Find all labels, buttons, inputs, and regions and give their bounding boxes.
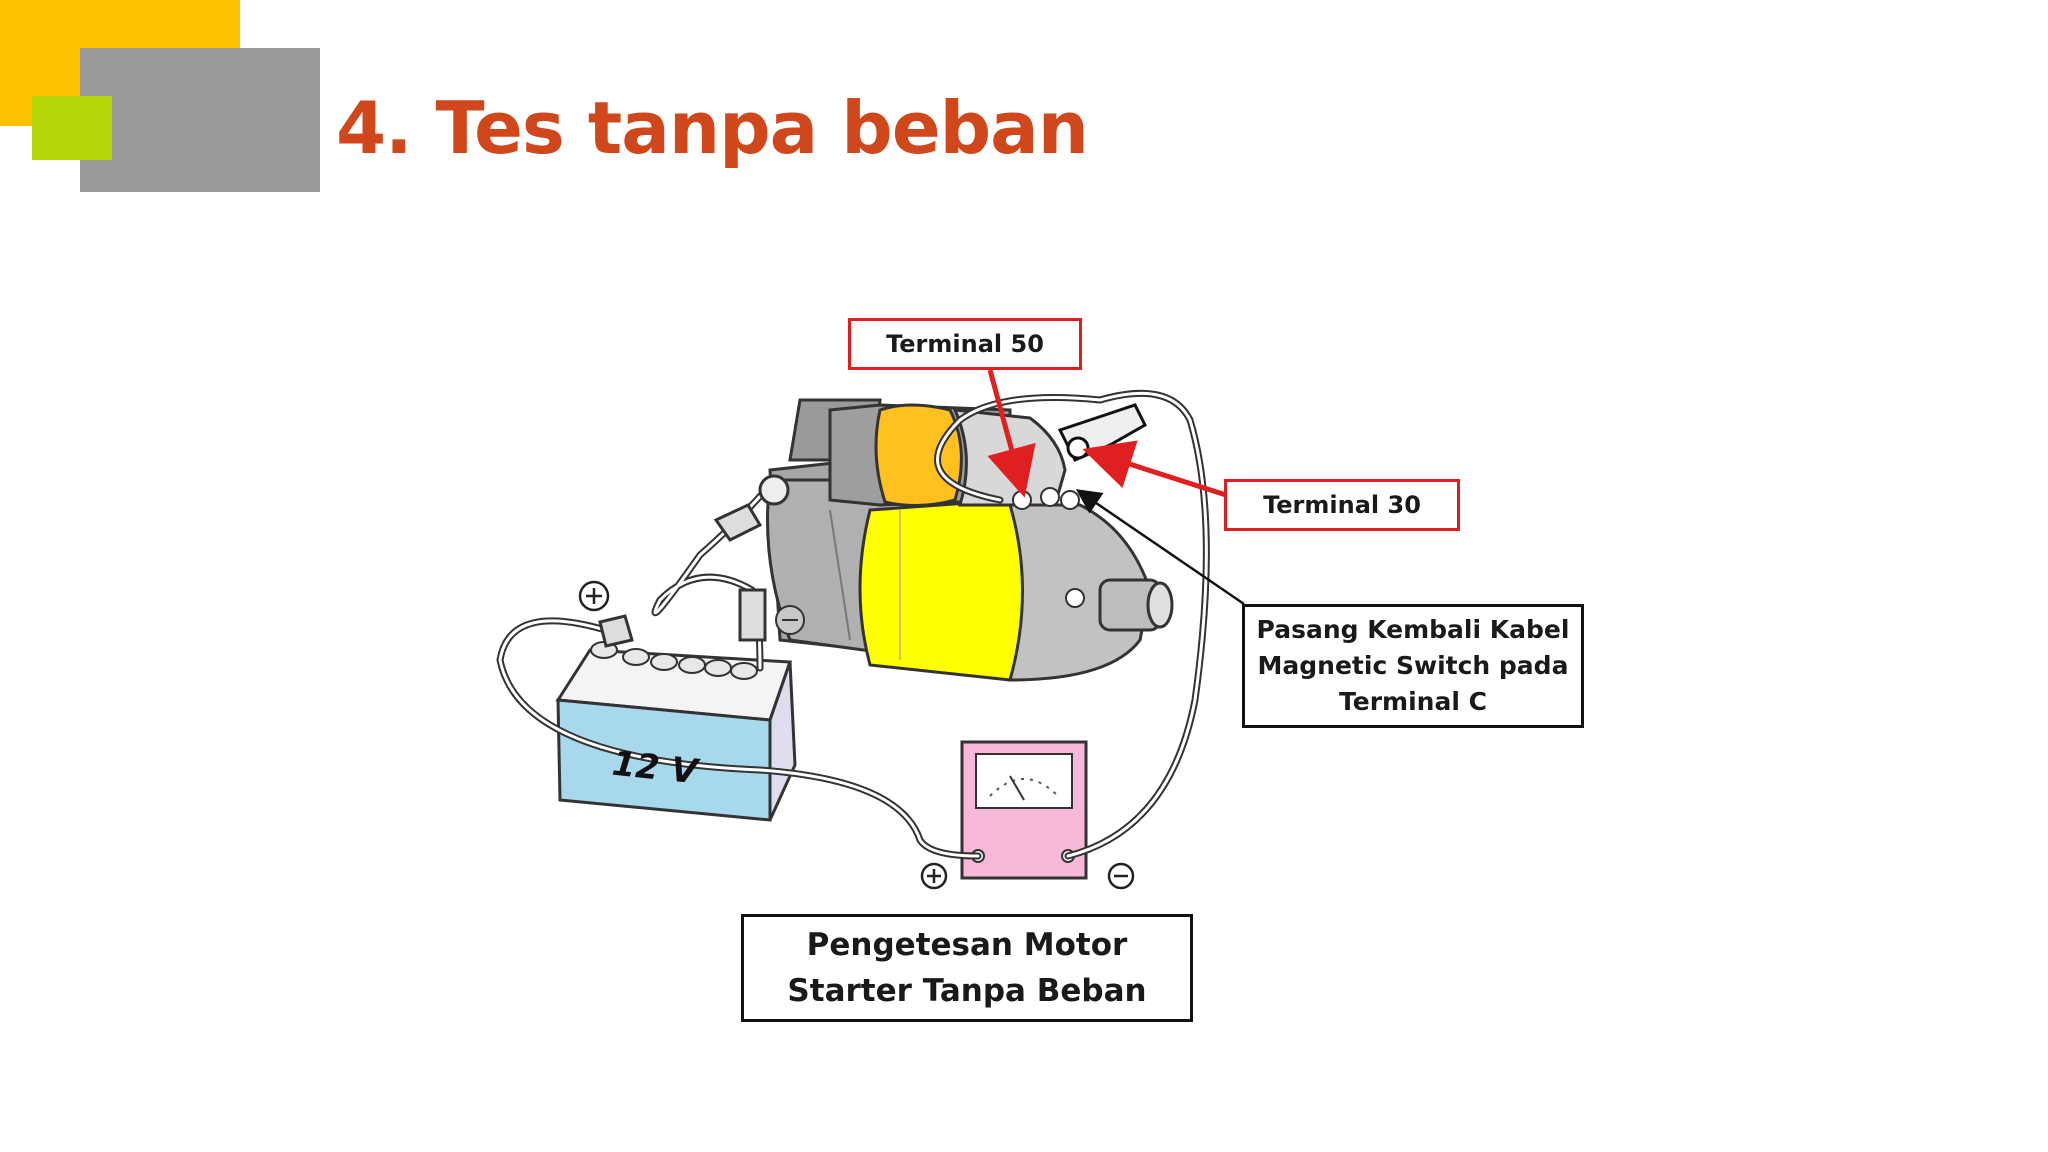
- starter-motor: [766, 398, 1174, 682]
- callout-arrows: [987, 369, 1245, 606]
- slide-title: 4. Tes tanpa beban: [336, 86, 1089, 170]
- terminal-c-note: Pasang Kembali Kabel Magnetic Switch pad…: [1242, 604, 1584, 728]
- terminal-50-arrow: [987, 369, 1036, 498]
- terminal-30-label: Terminal 30: [1224, 479, 1460, 531]
- cables: [496, 389, 1210, 860]
- diagram-caption: Pengetesan Motor Starter Tanpa Beban: [741, 914, 1193, 1022]
- terminal-c-arrow: [1075, 489, 1245, 606]
- magnetic-switch: [828, 403, 1147, 510]
- decor-gray-block: [80, 48, 320, 192]
- decor-green-block: [32, 96, 112, 160]
- meter: [920, 740, 1135, 890]
- terminal-50-label: Terminal 50: [848, 318, 1082, 370]
- terminal-30-arrow: [1082, 440, 1227, 498]
